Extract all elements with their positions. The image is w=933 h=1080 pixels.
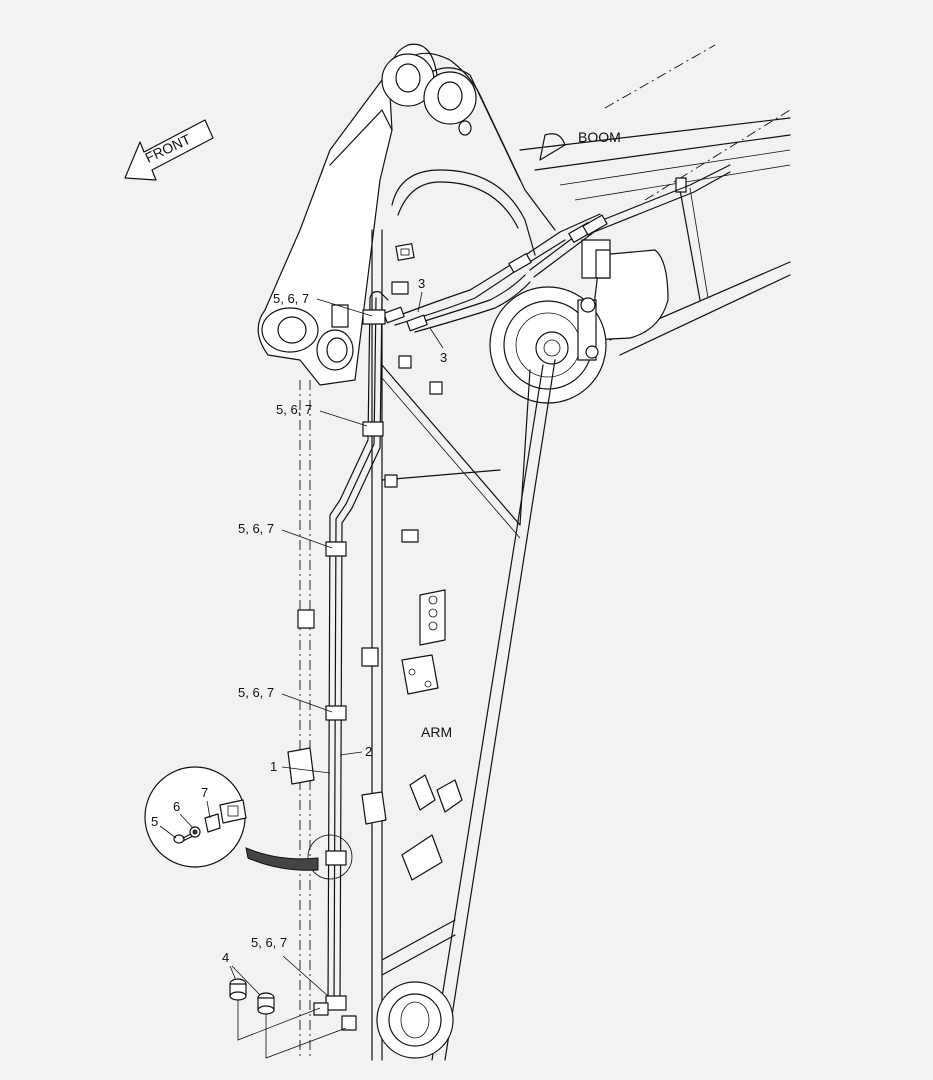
callout-5-6-7-bottom: 5, 6, 7 xyxy=(251,935,287,950)
callout-5-6-7-third: 5, 6, 7 xyxy=(238,521,274,536)
callout-4: 4 xyxy=(222,950,229,965)
arm-label: ARM xyxy=(421,724,452,740)
callout-5-6-7-fourth: 5, 6, 7 xyxy=(238,685,274,700)
arm-structure xyxy=(257,43,556,1061)
inset-callout-6: 6 xyxy=(173,799,180,814)
callout-2: 2 xyxy=(365,744,372,759)
boom-structure xyxy=(489,44,791,404)
inset-callout-5: 5 xyxy=(151,814,158,829)
front-arrow-icon xyxy=(124,119,214,181)
detail-inset: 5 6 7 xyxy=(144,766,319,871)
boom-label: BOOM xyxy=(578,129,621,145)
inset-callout-7: 7 xyxy=(201,785,208,800)
mounting-blocks xyxy=(287,243,463,881)
callout-5-6-7-top: 5, 6, 7 xyxy=(273,291,309,306)
callout-3-lower: 3 xyxy=(440,350,447,365)
callout-1: 1 xyxy=(270,759,277,774)
callouts: 5, 6, 7 5, 6, 7 5, 6, 7 5, 6, 7 5, 6, 7 … xyxy=(222,276,447,1059)
pipes xyxy=(307,291,389,1031)
plugs xyxy=(229,978,275,1015)
callout-3-upper: 3 xyxy=(418,276,425,291)
callout-5-6-7-second: 5, 6, 7 xyxy=(276,402,312,417)
hoses xyxy=(383,164,731,333)
